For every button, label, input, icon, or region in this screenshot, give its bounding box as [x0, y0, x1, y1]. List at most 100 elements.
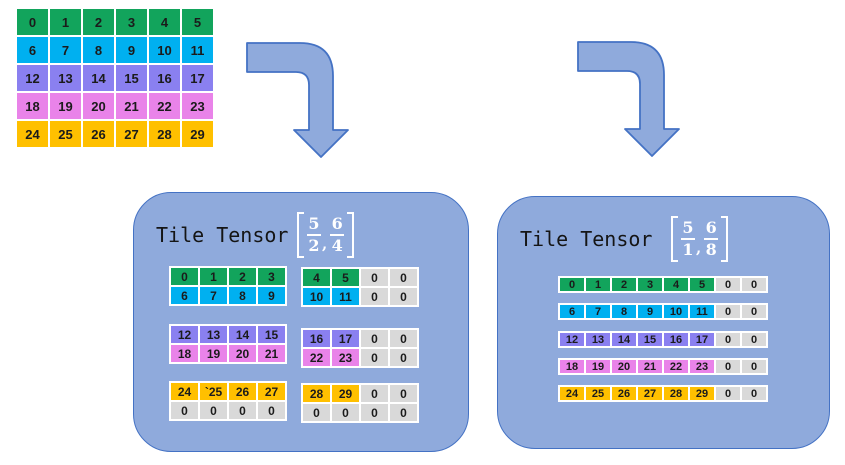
matrix-cell: 10 — [149, 37, 180, 63]
tile-cell: 5 — [690, 278, 714, 291]
tile-cell: 29 — [332, 385, 359, 402]
fraction-denominator: 1 — [682, 240, 694, 259]
fraction-rows: 5 2 — [307, 216, 321, 254]
tile-cell: 22 — [664, 360, 688, 373]
matrix-cell: 27 — [116, 121, 147, 147]
left-bracket-icon — [671, 216, 678, 262]
matrix-cell: 19 — [50, 93, 81, 119]
tile-cell: 0 — [716, 278, 740, 291]
tile-cell: 14 — [229, 326, 256, 343]
tile-cell: 27 — [638, 387, 662, 400]
tile-cell: 2 — [612, 278, 636, 291]
tile-cell: 0 — [742, 387, 766, 400]
fraction-comma: , — [322, 235, 328, 253]
tile-cell: 4 — [303, 269, 330, 286]
matrix-cell: 8 — [83, 37, 114, 63]
tile-cell: 0 — [742, 360, 766, 373]
tile-cell: 12 — [171, 326, 198, 343]
tile-cell: 14 — [612, 333, 636, 346]
tile-cell: 13 — [586, 333, 610, 346]
tile-cell: 29 — [690, 387, 714, 400]
matrix-cell: 4 — [149, 9, 180, 35]
tile-cell: 0 — [390, 269, 417, 286]
tile-cell: 9 — [258, 287, 285, 304]
matrix-cell: 21 — [116, 93, 147, 119]
tile-cell: 0 — [390, 288, 417, 305]
tile-cell: 20 — [229, 345, 256, 362]
tile-cell: 22 — [303, 349, 330, 366]
tile-cell: 7 — [586, 305, 610, 318]
tile-cell: 28 — [303, 385, 330, 402]
tile-cell: 16 — [303, 330, 330, 347]
fraction-denominator: 8 — [705, 240, 717, 259]
tile-cell: 1 — [200, 268, 227, 285]
fraction-bar — [704, 238, 719, 240]
tile-cell: 0 — [171, 402, 198, 419]
bent-arrow-left-icon — [246, 42, 349, 158]
fraction-numerator: 6 — [331, 214, 343, 233]
bent-arrow-right-icon — [577, 41, 680, 157]
panel-title: Tile Tensor — [520, 227, 653, 251]
tile-cell: 3 — [258, 268, 285, 285]
tile-cell: 3 — [638, 278, 662, 291]
fraction-comma: , — [696, 239, 702, 257]
tile-cell: 0 — [361, 404, 388, 421]
tile-cell: 0 — [716, 305, 740, 318]
tile-cell: 2 — [229, 268, 256, 285]
tile-cell: 0 — [361, 330, 388, 347]
matrix-cell: 9 — [116, 37, 147, 63]
tile-cell: 25 — [586, 387, 610, 400]
tile-cell: 21 — [638, 360, 662, 373]
matrix-cell: 17 — [182, 65, 213, 91]
tile-cell: 8 — [612, 305, 636, 318]
tile-cell: 28 — [664, 387, 688, 400]
matrix-cell: 23 — [182, 93, 213, 119]
matrix-cell: 18 — [17, 93, 48, 119]
matrix-cell: 11 — [182, 37, 213, 63]
tile-cell: 23 — [690, 360, 714, 373]
tile-cell: 23 — [332, 349, 359, 366]
tile-cell: 0 — [390, 404, 417, 421]
tile-cell: 13 — [200, 326, 227, 343]
fraction-rows: 5 1 — [681, 220, 695, 258]
matrix-cell: 6 — [17, 37, 48, 63]
tile-cell: 0 — [390, 330, 417, 347]
matrix-cell: 29 — [182, 121, 213, 147]
tile-cell: 20 — [612, 360, 636, 373]
matrix-cell: 28 — [149, 121, 180, 147]
tile-cell: 0 — [390, 349, 417, 366]
tile-cell: 7 — [200, 287, 227, 304]
tile-cell: 19 — [200, 345, 227, 362]
tile-cell: 17 — [690, 333, 714, 346]
tile-shape-notation: 5 2 , 6 4 — [297, 211, 355, 259]
fraction-bar — [307, 234, 321, 236]
fraction-numerator: 5 — [682, 218, 694, 237]
tile-cell: 9 — [638, 305, 662, 318]
tile-cell: 26 — [229, 383, 256, 400]
matrix-cell: 24 — [17, 121, 48, 147]
matrix-cell: 20 — [83, 93, 114, 119]
tile-cell: 0 — [742, 305, 766, 318]
tile-cell: 0 — [390, 385, 417, 402]
matrix-cell: 5 — [182, 9, 213, 35]
matrix-cell: 13 — [50, 65, 81, 91]
tile-cell: 10 — [664, 305, 688, 318]
tile-cell: `25 — [200, 383, 227, 400]
matrix-cell: 16 — [149, 65, 180, 91]
fraction-cols: 6 8 — [704, 220, 719, 259]
matrix-cell: 12 — [17, 65, 48, 91]
right-bracket-icon — [721, 216, 729, 262]
tile-cell: 19 — [586, 360, 610, 373]
tile-cell: 5 — [332, 269, 359, 286]
tile-cell: 0 — [716, 360, 740, 373]
